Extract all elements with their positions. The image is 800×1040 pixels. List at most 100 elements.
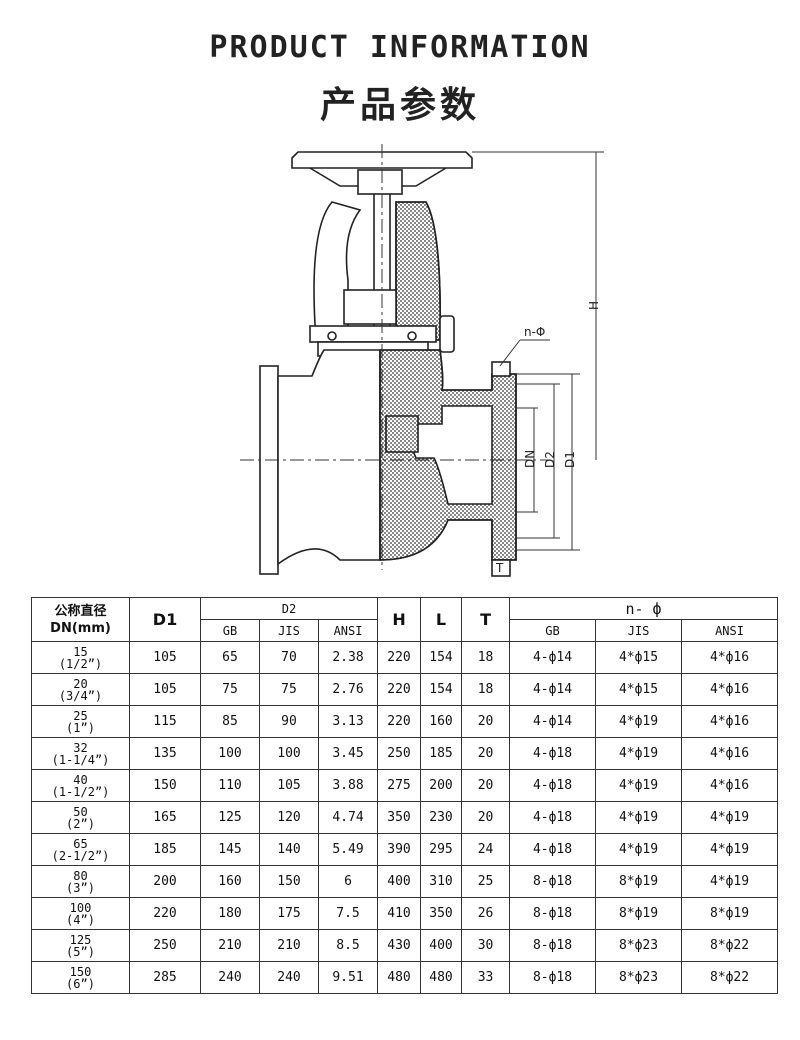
header-d2-jis: JIS xyxy=(259,619,319,642)
cell-dn-inch: (1”) xyxy=(66,720,95,735)
cell-dn-mm: 40 xyxy=(73,772,88,787)
cell-dn-inch: (3”) xyxy=(66,880,95,895)
cell-n-ansi: 4*ф19 xyxy=(681,801,779,834)
cell-n-jis: 4*ф19 xyxy=(595,801,683,834)
header-dn: 公称直径 DN(mm) xyxy=(31,597,130,642)
cell-dn-inch: (2”) xyxy=(66,816,95,831)
label-n-phi: n-Φ xyxy=(524,325,545,339)
cell-d2-jis: 140 xyxy=(259,833,319,866)
cell-l: 200 xyxy=(420,769,463,802)
cell-d2-ansi: 3.13 xyxy=(317,705,379,738)
cell-d2-jis: 150 xyxy=(259,865,319,898)
cell-dn: 100(4”) xyxy=(31,897,130,930)
cell-dn-inch: (1/2”) xyxy=(58,656,103,671)
cell-d1: 105 xyxy=(129,673,201,706)
cell-dn: 32(1-1/4”) xyxy=(31,737,130,770)
label-h: H xyxy=(587,301,601,310)
cell-l: 400 xyxy=(420,929,463,962)
cell-n-gb: 4-ф18 xyxy=(509,737,597,770)
header-d2: D2 xyxy=(199,597,379,620)
cell-dn: 25(1”) xyxy=(31,705,130,738)
cell-d2-ansi: 9.51 xyxy=(317,961,379,994)
cell-d2-jis: 120 xyxy=(259,801,319,834)
header-h: H xyxy=(377,597,422,642)
cell-dn-mm: 80 xyxy=(73,868,88,883)
cell-d2-ansi: 6 xyxy=(317,865,379,898)
cell-n-jis: 4*ф19 xyxy=(595,833,683,866)
cell-d2-ansi: 4.74 xyxy=(317,801,379,834)
cell-dn-mm: 25 xyxy=(73,708,88,723)
cell-dn-mm: 32 xyxy=(73,740,88,755)
header-d2-gb: GB xyxy=(200,619,260,642)
cell-n-gb: 8-ф18 xyxy=(509,961,597,994)
header-n-phi: n- ф xyxy=(509,597,779,620)
cell-n-jis: 8*ф19 xyxy=(595,865,683,898)
cell-d2-ansi: 3.45 xyxy=(317,737,379,770)
cell-d2-ansi: 2.76 xyxy=(317,673,379,706)
header-d2-ansi: ANSI xyxy=(317,619,379,642)
cell-dn: 40(1-1/2”) xyxy=(31,769,130,802)
cell-n-gb: 4-ф18 xyxy=(509,769,597,802)
cell-n-jis: 8*ф23 xyxy=(595,961,683,994)
cell-d2-ansi: 5.49 xyxy=(317,833,379,866)
cell-d2-gb: 145 xyxy=(200,833,260,866)
cell-n-ansi: 4*ф16 xyxy=(681,641,779,674)
spec-table: 公称直径 DN(mm) D1 D2 H L T n- ф GB JIS ANSI… xyxy=(31,597,779,994)
cell-d2-gb: 125 xyxy=(200,801,260,834)
cell-d2-gb: 160 xyxy=(200,865,260,898)
cell-d2-gb: 65 xyxy=(200,641,260,674)
cell-dn-mm: 50 xyxy=(73,804,88,819)
header-n-gb: GB xyxy=(509,619,597,642)
cell-d2-gb: 110 xyxy=(200,769,260,802)
cell-d1: 220 xyxy=(129,897,201,930)
cell-n-gb: 4-ф14 xyxy=(509,705,597,738)
cell-t: 18 xyxy=(461,673,511,706)
cell-h: 220 xyxy=(377,673,422,706)
cell-dn-inch: (3/4”) xyxy=(58,688,103,703)
cell-dn-inch: (1-1/4”) xyxy=(51,752,110,767)
cell-dn-inch: (4”) xyxy=(66,912,95,927)
cell-n-jis: 4*ф15 xyxy=(595,641,683,674)
cell-dn: 20(3/4”) xyxy=(31,673,130,706)
cell-t: 30 xyxy=(461,929,511,962)
cell-h: 250 xyxy=(377,737,422,770)
cell-n-ansi: 4*ф16 xyxy=(681,673,779,706)
cell-h: 275 xyxy=(377,769,422,802)
cell-d2-gb: 240 xyxy=(200,961,260,994)
cell-dn: 150(6”) xyxy=(31,961,130,994)
cell-n-jis: 8*ф23 xyxy=(595,929,683,962)
cell-dn-mm: 15 xyxy=(73,644,88,659)
cell-h: 220 xyxy=(377,641,422,674)
page-title-cn: 产品参数 xyxy=(319,85,480,126)
cell-d1: 185 xyxy=(129,833,201,866)
cell-d2-jis: 90 xyxy=(259,705,319,738)
cell-n-ansi: 8*ф19 xyxy=(681,897,779,930)
cell-t: 26 xyxy=(461,897,511,930)
header-dn-cn: 公称直径 xyxy=(54,603,107,619)
label-d2: D2 xyxy=(543,451,557,468)
cell-h: 400 xyxy=(377,865,422,898)
cell-n-gb: 8-ф18 xyxy=(509,929,597,962)
cell-d1: 250 xyxy=(129,929,201,962)
cell-dn-inch: (1-1/2”) xyxy=(51,784,110,799)
cell-l: 230 xyxy=(420,801,463,834)
cell-d2-gb: 75 xyxy=(200,673,260,706)
cell-h: 220 xyxy=(377,705,422,738)
cell-t: 25 xyxy=(461,865,511,898)
cell-dn: 80(3”) xyxy=(31,865,130,898)
cell-dn-inch: (6”) xyxy=(66,976,95,991)
cell-l: 160 xyxy=(420,705,463,738)
cell-l: 310 xyxy=(420,865,463,898)
cell-n-gb: 8-ф18 xyxy=(509,897,597,930)
cell-n-ansi: 4*ф16 xyxy=(681,769,779,802)
cell-n-ansi: 4*ф16 xyxy=(681,737,779,770)
cell-d1: 285 xyxy=(129,961,201,994)
cell-n-gb: 4-ф14 xyxy=(509,641,597,674)
cell-l: 350 xyxy=(420,897,463,930)
